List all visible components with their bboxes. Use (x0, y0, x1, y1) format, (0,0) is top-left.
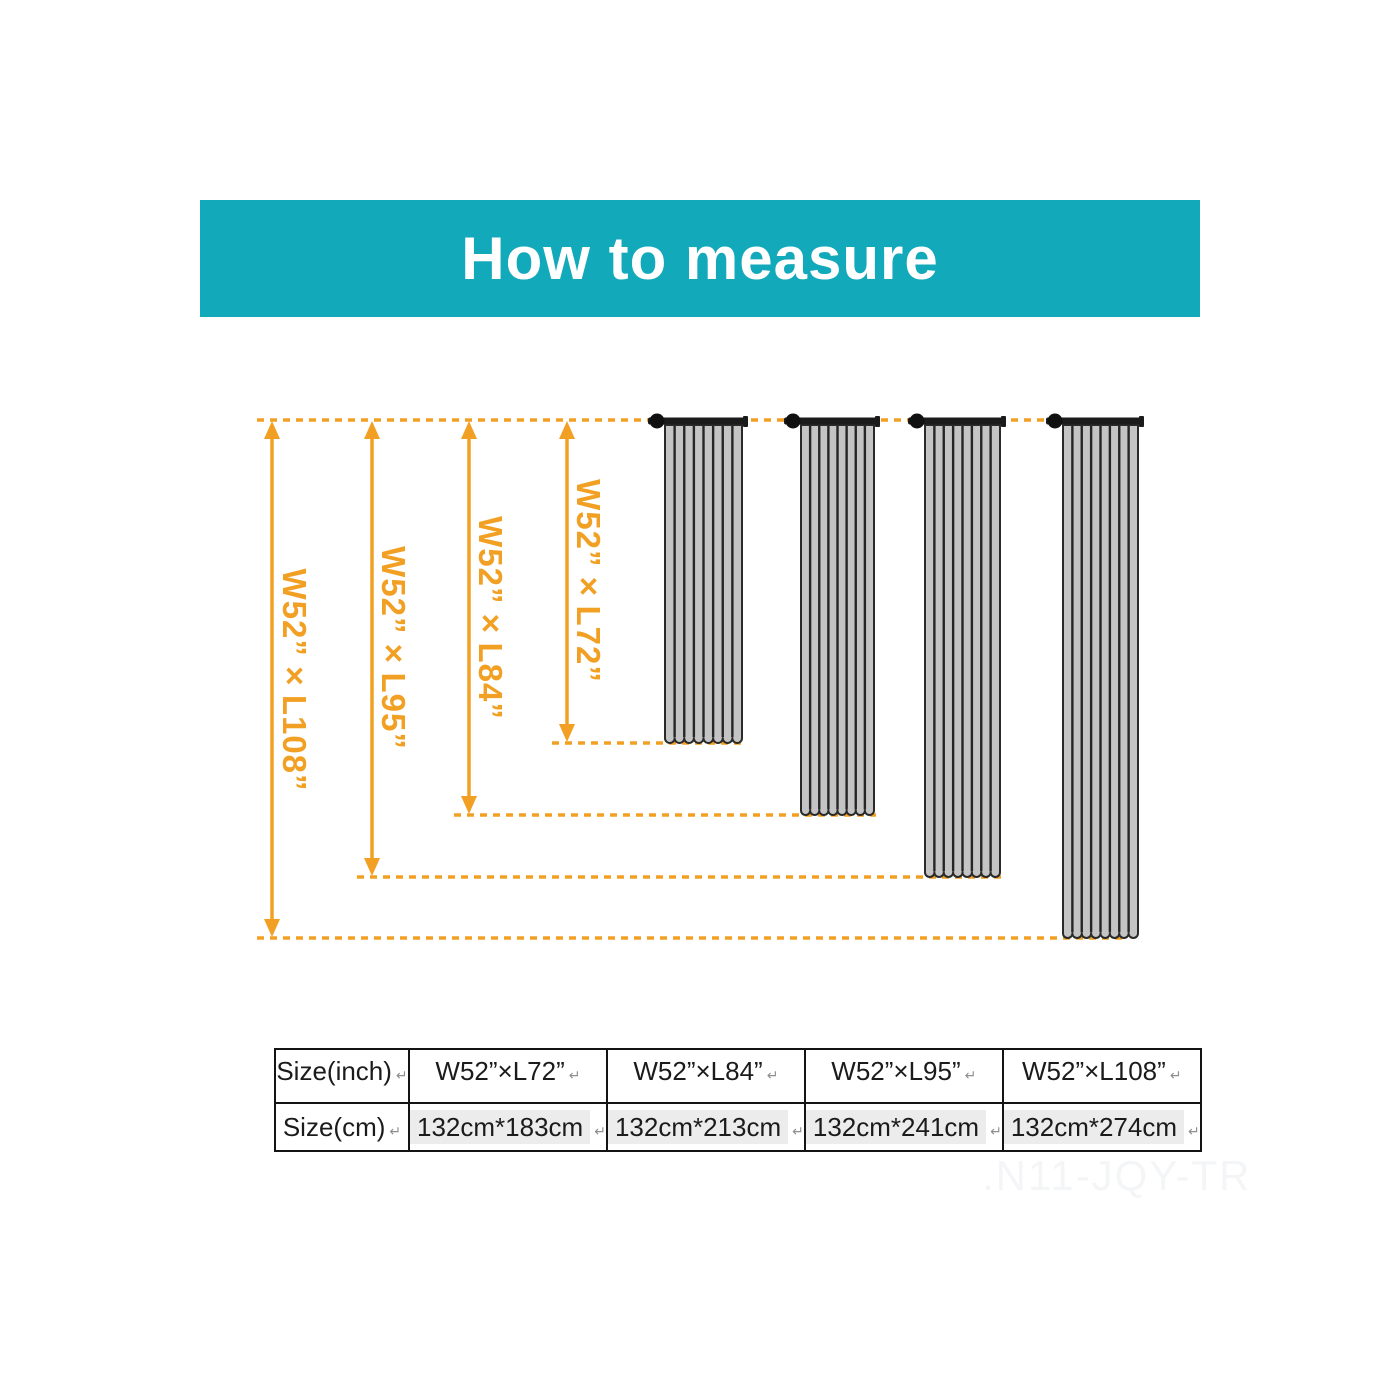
curtain-illustration (784, 413, 880, 816)
arrow-down-head-icon (264, 919, 280, 937)
size-inch-cell-0: W52”×L72”↵ (408, 1048, 608, 1104)
arrow-up-head-icon (559, 421, 575, 439)
dimension-arrow (461, 421, 477, 814)
rod-end-cap-icon (743, 416, 748, 427)
measurement-label-l108: W52”×L108” (276, 568, 313, 792)
return-mark-icon: ↵ (594, 1122, 606, 1139)
curtain-rod (648, 417, 747, 425)
size-inch-value: W52”×L95” (831, 1055, 961, 1086)
size-cm-cell-3: 132cm*274cm↵ (1001, 1102, 1202, 1152)
arrow-down-head-icon (559, 724, 575, 742)
rod-finial-icon (909, 413, 925, 429)
size-table-row-cm: Size(cm)↵ 132cm*183cm↵ 132cm*213cm↵ 132c… (274, 1102, 1202, 1152)
rod-end-cap-icon (875, 416, 880, 427)
size-cm-value: 132cm*274cm (1003, 1109, 1185, 1144)
measurement-label-l84: W52”×L84” (472, 516, 509, 720)
arrow-down-head-icon (364, 858, 380, 876)
size-cm-label: Size(cm) (282, 1111, 386, 1142)
rod-finial-icon (649, 413, 665, 429)
curtain-rod (908, 417, 1005, 425)
size-cm-cell-2: 132cm*241cm↵ (803, 1102, 1004, 1152)
arrow-up-head-icon (461, 421, 477, 439)
dimension-arrow (264, 421, 280, 937)
dimension-arrow (364, 421, 380, 876)
arrow-down-head-icon (461, 796, 477, 814)
rod-finial-icon (785, 413, 801, 429)
size-cm-cell-1: 132cm*213cm↵ (605, 1102, 806, 1152)
return-mark-icon: ↵ (964, 1066, 977, 1083)
size-inch-label-cell: Size(inch)↵ (274, 1048, 410, 1104)
curtain-illustration (908, 413, 1006, 878)
size-inch-value: W52”×L108” (1022, 1055, 1166, 1086)
curtain-rod (1046, 417, 1143, 425)
measurement-label-l95: W52”×L95” (375, 546, 412, 750)
return-mark-icon: ↵ (1169, 1066, 1182, 1083)
return-mark-icon: ↵ (990, 1122, 1002, 1139)
rod-finial-icon (1047, 413, 1063, 429)
size-inch-cell-3: W52”×L108”↵ (1001, 1048, 1202, 1104)
return-mark-icon: ↵ (395, 1066, 408, 1083)
return-mark-icon: ↵ (792, 1122, 804, 1139)
return-mark-icon: ↵ (568, 1066, 581, 1083)
size-cm-value: 132cm*183cm (410, 1109, 591, 1144)
size-inch-value: W52”×L84” (633, 1055, 763, 1086)
return-mark-icon: ↵ (766, 1066, 779, 1083)
curtain-illustration (1046, 413, 1144, 939)
size-cm-value: 132cm*213cm (607, 1109, 789, 1144)
size-inch-label: Size(inch) (276, 1055, 392, 1086)
return-mark-icon: ↵ (389, 1122, 402, 1139)
dimension-arrow (559, 421, 575, 742)
rod-end-cap-icon (1001, 416, 1006, 427)
size-table-row-inch: Size(inch)↵ W52”×L72”↵ W52”×L84”↵ W52”×L… (274, 1048, 1202, 1104)
measurement-label-l72: W52”×L72” (570, 479, 607, 683)
arrow-up-head-icon (364, 421, 380, 439)
watermark: .N11-JQY-TR (982, 1152, 1252, 1199)
curtain-illustration (648, 413, 748, 744)
curtain-rod (784, 417, 879, 425)
page-title: How to measure (461, 225, 939, 292)
size-inch-cell-1: W52”×L84”↵ (605, 1048, 806, 1104)
size-cm-label-cell: Size(cm)↵ (274, 1102, 410, 1152)
size-cm-cell-0: 132cm*183cm↵ (408, 1102, 608, 1152)
size-table: Size(inch)↵ W52”×L72”↵ W52”×L84”↵ W52”×L… (274, 1048, 1202, 1152)
return-mark-icon: ↵ (1188, 1122, 1200, 1139)
header-banner: How to measure (200, 200, 1200, 317)
measurement-diagram (257, 413, 1144, 940)
rod-end-cap-icon (1139, 416, 1144, 427)
size-inch-cell-2: W52”×L95”↵ (803, 1048, 1004, 1104)
size-cm-value: 132cm*241cm (805, 1109, 987, 1144)
size-inch-value: W52”×L72” (435, 1055, 565, 1086)
arrow-up-head-icon (264, 421, 280, 439)
